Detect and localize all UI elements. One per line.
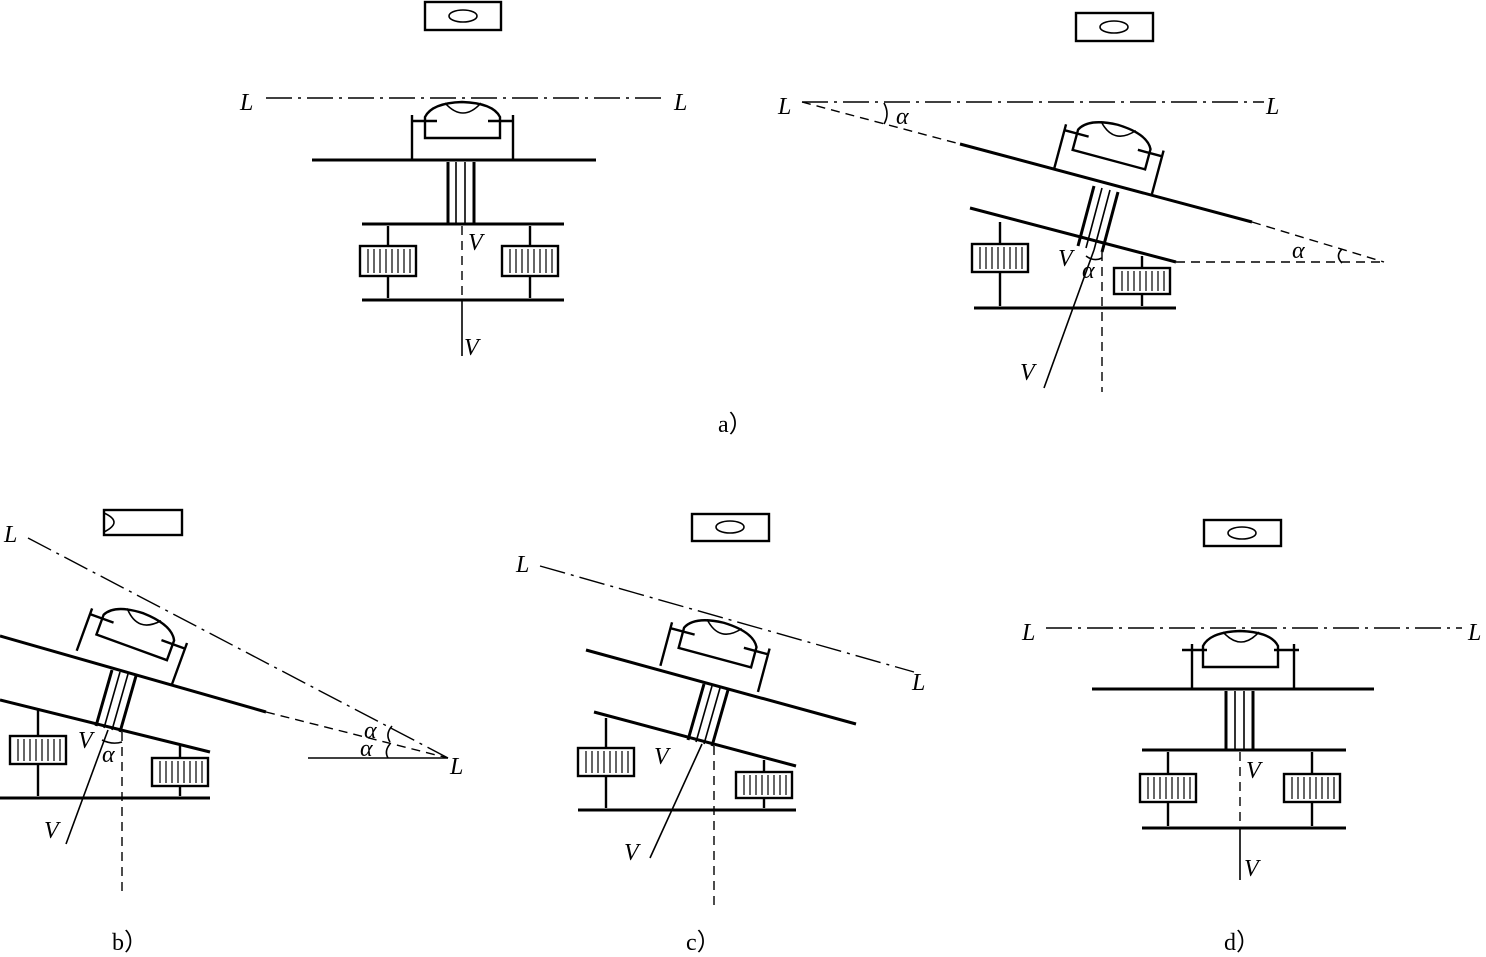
caption-d: d） [1224, 930, 1260, 956]
angle-arc-axis [101, 739, 123, 744]
level-vial [659, 618, 771, 693]
foot-screw-right [500, 226, 560, 298]
bubble-vial-indicator [1074, 11, 1155, 43]
plate-extension [265, 711, 449, 759]
label-l-left: L [515, 552, 529, 578]
label-alpha-axis: α [102, 742, 115, 768]
label-l-left: L [1021, 620, 1035, 646]
tilted-sight-extension [801, 101, 961, 145]
vertical-spindle [686, 683, 730, 747]
bubble-icon [1099, 20, 1129, 34]
line-of-sight-l [539, 565, 915, 673]
telescope-plate [0, 634, 267, 714]
telescope-plate [959, 142, 1253, 224]
tilted-vertical-axis [649, 743, 703, 859]
foot-screw-right [1282, 752, 1342, 826]
tilted-vertical-axis [1043, 249, 1095, 389]
panel-a-left: L L [239, 0, 687, 361]
label-l-left: L [777, 94, 791, 120]
label-v-upper: V [1246, 758, 1263, 784]
angle-arc-right [1337, 248, 1343, 264]
label-v-lower: V [44, 818, 61, 844]
foot-screw-right [734, 760, 794, 808]
label-v-lower: V [464, 335, 481, 361]
label-alpha-upper: α [364, 718, 377, 744]
label-v-lower: V [624, 840, 641, 866]
telescope-plate [585, 648, 857, 726]
panel-c: L L [515, 512, 925, 910]
foot-screw-left [1138, 752, 1198, 826]
label-l-right: L [911, 670, 925, 696]
plate-extension [1251, 221, 1385, 263]
bubble-vial-indicator [1202, 518, 1283, 548]
vertical-spindle [1224, 691, 1255, 750]
caption-a: a） [718, 412, 753, 438]
tilted-vertical-axis [65, 729, 109, 845]
label-alpha-right: α [1292, 238, 1305, 264]
label-alpha-lower: α [360, 736, 373, 762]
level-vial [1182, 629, 1299, 688]
upper-base-plate [593, 710, 797, 768]
bubble-vial-indicator [690, 512, 771, 543]
angle-arc-lower [385, 743, 391, 759]
panel-d: L L [1021, 518, 1481, 882]
foot-screw-left [576, 718, 636, 808]
panel-b: L L α α [0, 508, 463, 896]
foot-screw-right [1112, 256, 1172, 306]
foot-screw-left [358, 226, 418, 298]
label-l-left: L [239, 90, 253, 116]
label-l-left: L [3, 522, 17, 548]
label-l-right: L [673, 90, 687, 116]
label-v-upper: V [654, 744, 671, 770]
label-v-upper: V [1058, 246, 1075, 272]
caption-b: b） [112, 930, 148, 956]
bubble-offset-icon [103, 512, 115, 533]
line-of-sight-l [27, 537, 449, 759]
angle-arc-upper [387, 725, 393, 743]
foot-screw-right [150, 746, 210, 796]
level-vial [75, 607, 189, 686]
foot-screw-left [8, 708, 68, 796]
label-v-lower: V [1020, 360, 1037, 386]
caption-c: c） [686, 930, 721, 956]
upper-base-plate [0, 698, 211, 754]
level-vial [410, 100, 515, 160]
label-v-lower: V [1244, 856, 1261, 882]
bubble-vial-indicator [102, 508, 184, 537]
panel-a-right: L L α α [777, 11, 1385, 392]
angle-arc-lower [1085, 255, 1103, 261]
vertical-spindle [94, 669, 138, 733]
label-alpha-upper: α [896, 104, 909, 130]
foot-screw-left [970, 222, 1030, 306]
label-v-upper: V [78, 728, 95, 754]
bubble-icon [448, 9, 478, 23]
level-vial [1053, 120, 1165, 195]
label-alpha-lower: α [1082, 258, 1095, 284]
bubble-icon [715, 520, 745, 534]
bubble-vial-indicator [423, 0, 503, 32]
label-l-right: L [449, 754, 463, 780]
angle-arc-upper [883, 102, 888, 125]
vertical-spindle [446, 162, 476, 224]
label-l-right: L [1467, 620, 1481, 646]
label-v-upper: V [468, 230, 485, 256]
bubble-icon [1227, 526, 1257, 540]
label-l-right: L [1265, 94, 1279, 120]
upper-base-plate [969, 206, 1177, 264]
